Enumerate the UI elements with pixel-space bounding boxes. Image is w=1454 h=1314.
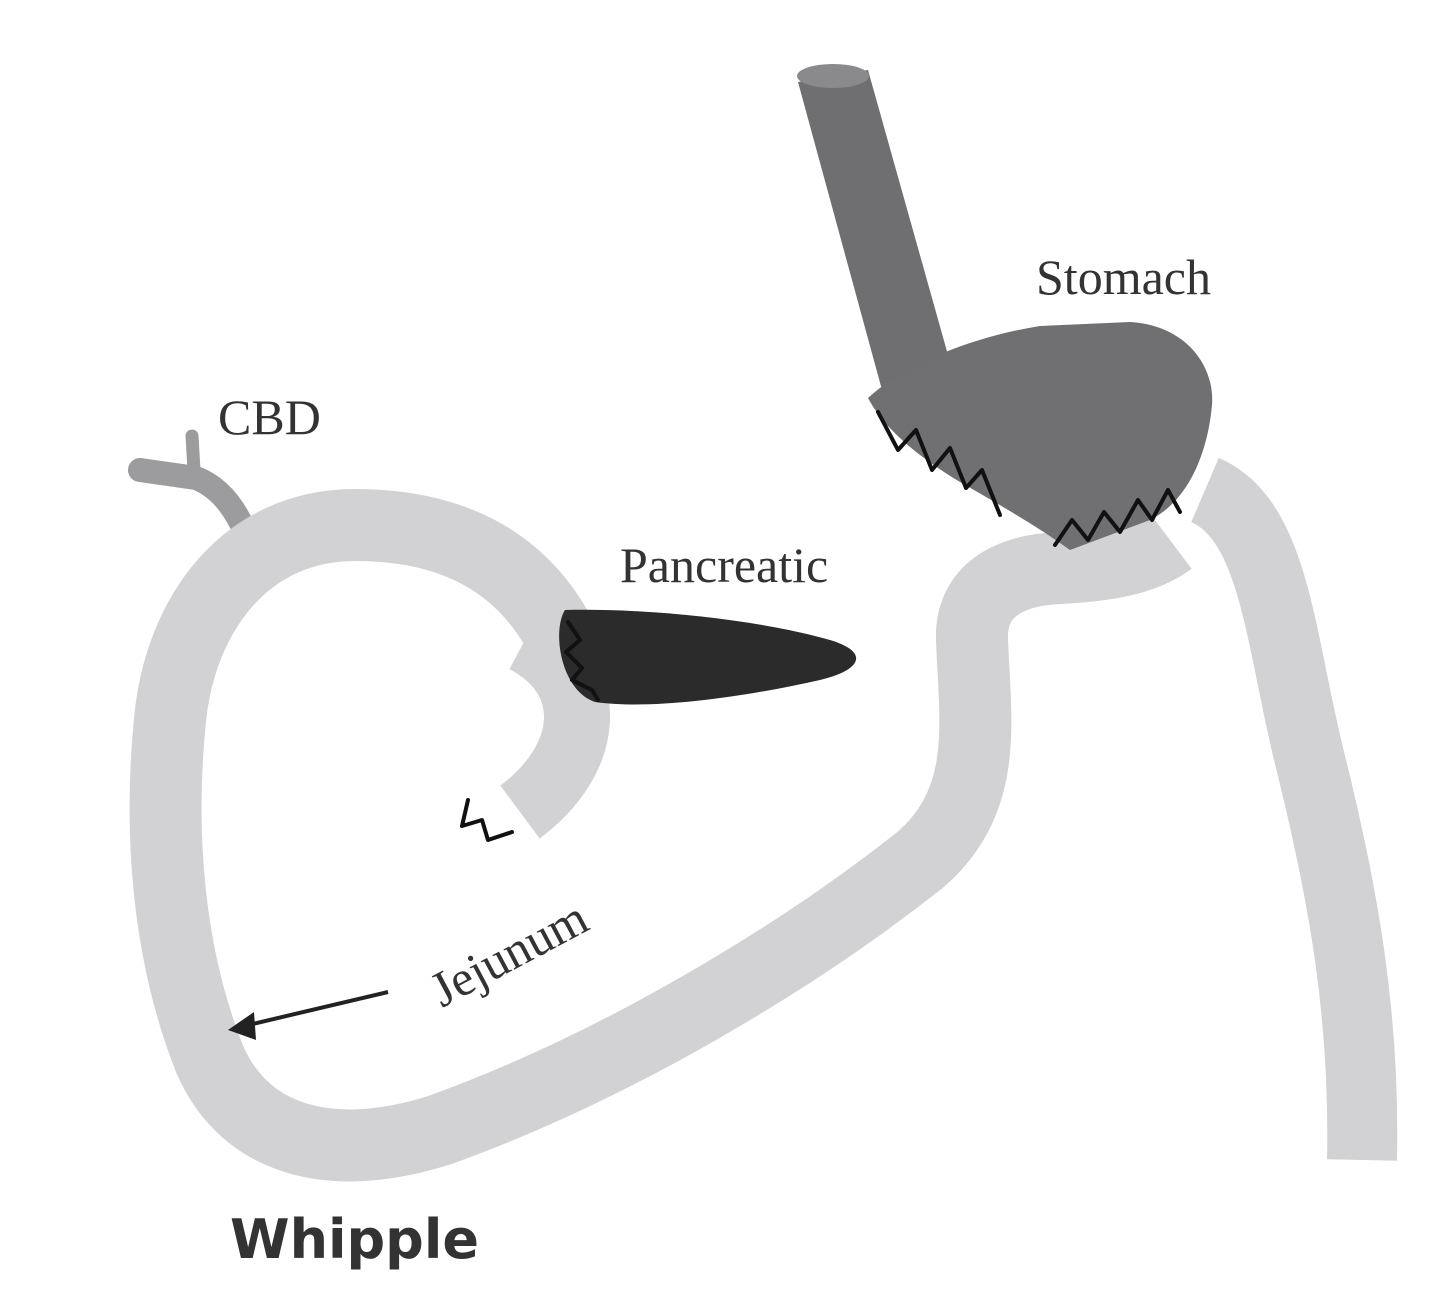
pancreas (559, 609, 857, 705)
jejunum-loop (129, 489, 1192, 1182)
efferent-limb (1188, 457, 1398, 1161)
esophagus (797, 64, 948, 390)
stomach (868, 322, 1213, 550)
pancreatic-limb (499, 610, 610, 839)
jejunum-arrow (228, 990, 389, 1040)
pancreatic-label: Pancreatic (620, 537, 828, 593)
stomach-label: Stomach (1036, 249, 1211, 305)
diagram-title: Whipple (230, 1208, 479, 1271)
jejunum-label: Jejunum (421, 889, 597, 1018)
cbd-label: CBD (218, 389, 321, 445)
suture-lines (460, 410, 1182, 842)
